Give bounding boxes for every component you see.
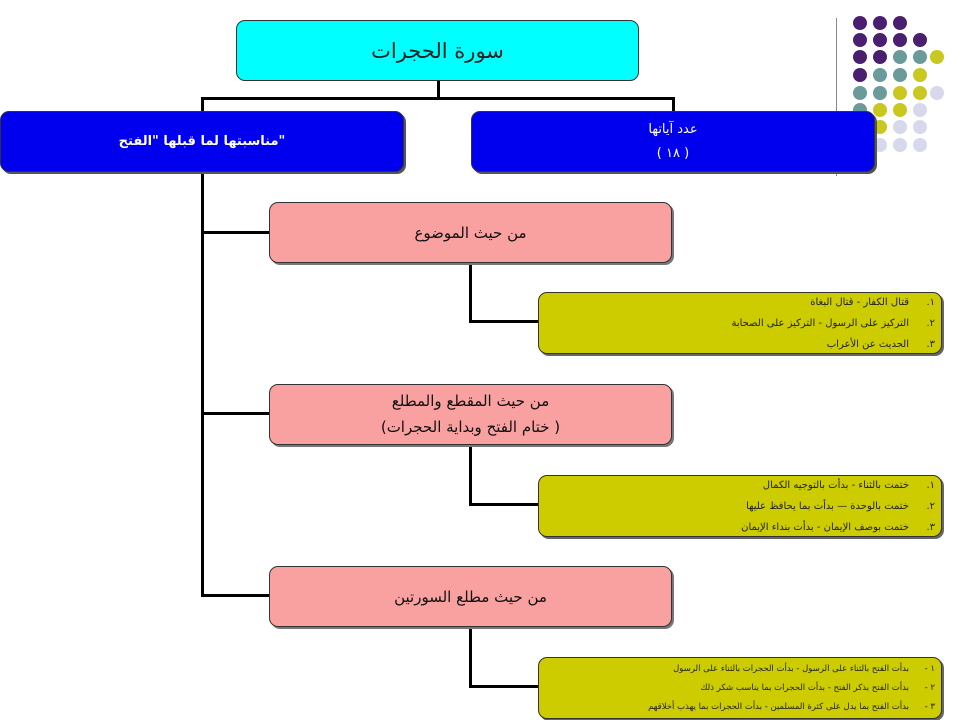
item-text: قتال الكفار - قتال البغاة [810, 296, 909, 308]
section-items-box: ١ - بدأت الفتح بالثناء على الرسول - بدأت… [538, 657, 942, 719]
dot [893, 138, 907, 152]
connector-line [469, 503, 539, 506]
title-text: سورة الحجرات [371, 38, 504, 63]
connector-line [201, 97, 204, 112]
dot [873, 86, 887, 100]
item-number: ١. [926, 296, 935, 308]
section-heading: من حيث الموضوع [414, 223, 527, 242]
item-number: ٢. [926, 500, 935, 512]
item-number: ٢. [926, 317, 935, 329]
dot [930, 50, 944, 64]
list-item: ١. قتال الكفار - قتال البغاة [539, 292, 941, 313]
relation-box: مناسبتها لما قبلها "الفتح" [0, 111, 404, 172]
list-item: ١. ختمت بالثناء - بدأت بالتوجيه الكمال [539, 475, 941, 496]
connector-line [201, 231, 270, 234]
list-item: ٣ - بدأت الفتح بما يدل على كثرة المسلمين… [539, 698, 941, 717]
dot [893, 16, 907, 30]
dot [893, 50, 907, 64]
list-item: ٢ - بدأت الفتح بذكر الفتح - بدأت الحجرات… [539, 679, 941, 698]
item-text: بدأت الفتح بما يدل على كثرة المسلمين - ب… [648, 701, 909, 712]
dot [853, 16, 867, 30]
dot [853, 68, 867, 82]
item-number: ٣. [926, 338, 935, 350]
list-item: ٢. ختمت بالوحدة — بدأت بما يحافظ عليها [539, 496, 941, 517]
dot [913, 120, 927, 134]
item-text: التركيز على الرسول - التركيز على الصحابة [731, 317, 909, 329]
dot [913, 68, 927, 82]
dot [893, 86, 907, 100]
connector-line [201, 97, 675, 100]
connector-line [201, 594, 270, 597]
dot [853, 50, 867, 64]
item-number: ٣. [926, 521, 935, 533]
item-text: بدأت الفتح بالثناء على الرسول - بدأت الح… [673, 663, 909, 674]
item-text: ختمت بالوحدة — بدأت بما يحافظ عليها [746, 500, 909, 512]
connector-line [437, 81, 440, 99]
item-number: ١. [926, 479, 935, 491]
dot [893, 103, 907, 117]
dot [873, 50, 887, 64]
dot [873, 68, 887, 82]
connector-line [672, 97, 675, 112]
dot [893, 120, 907, 134]
connector-line [469, 263, 472, 323]
dot [913, 33, 927, 47]
dot [873, 103, 887, 117]
connector-line [469, 320, 539, 323]
list-item: ٣. الحديث عن الأعراب [539, 334, 941, 355]
item-number: ١ - [924, 663, 935, 674]
dot [853, 33, 867, 47]
dot [873, 16, 887, 30]
item-text: بدأت الفتح بذكر الفتح - بدأت الحجرات بما… [700, 682, 909, 693]
section-heading: من حيث المقطع والمطلع [391, 392, 550, 410]
dot [930, 86, 944, 100]
item-text: ختمت بالثناء - بدأت بالتوجيه الكمال [762, 479, 909, 491]
dot [873, 33, 887, 47]
list-item: ٢. التركيز على الرسول - التركيز على الصح… [539, 313, 941, 334]
dot [873, 138, 887, 152]
dot [913, 103, 927, 117]
section-items-box: ١. ختمت بالثناء - بدأت بالتوجيه الكمال ٢… [538, 475, 942, 537]
section-heading-box: من حيث مطلع السورتين [269, 566, 672, 627]
section-heading-box: من حيث المقطع والمطلع (ختام الفتح وبداية… [269, 384, 672, 445]
connector-line [201, 172, 204, 597]
verse-count-label: عدد آياتها [648, 122, 698, 138]
list-item: ٣. ختمت بوصف الإيمان - بدأت بنداء الإيما… [539, 517, 941, 538]
list-item: ١ - بدأت الفتح بالثناء على الرسول - بدأت… [539, 660, 941, 679]
dot [913, 86, 927, 100]
item-number: ٣ - [924, 701, 935, 712]
verse-count-value: ( ١٨ ) [656, 145, 690, 161]
item-text: الحديث عن الأعراب [826, 338, 909, 350]
connector-line [469, 685, 539, 688]
dot [893, 33, 907, 47]
connector-line [469, 445, 472, 506]
section-subheading: (ختام الفتح وبداية الحجرات ) [380, 417, 561, 436]
title-box: سورة الحجرات [236, 20, 639, 81]
dot [913, 50, 927, 64]
item-text: ختمت بوصف الإيمان - بدأت بنداء الإيمان [741, 521, 909, 533]
dot [913, 138, 927, 152]
verse-count-box: عدد آياتها ( ١٨ ) [471, 111, 875, 172]
decorative-divider [836, 18, 837, 176]
item-number: ٢ - [924, 682, 935, 693]
dot [893, 68, 907, 82]
connector-line [201, 412, 270, 415]
connector-line [469, 627, 472, 688]
section-heading-box: من حيث الموضوع [269, 202, 672, 263]
section-heading: من حيث مطلع السورتين [394, 587, 547, 606]
dot [853, 86, 867, 100]
relation-text: مناسبتها لما قبلها "الفتح" [118, 134, 286, 149]
section-items-box: ١. قتال الكفار - قتال البغاة ٢. التركيز … [538, 292, 942, 354]
dot [873, 120, 887, 134]
